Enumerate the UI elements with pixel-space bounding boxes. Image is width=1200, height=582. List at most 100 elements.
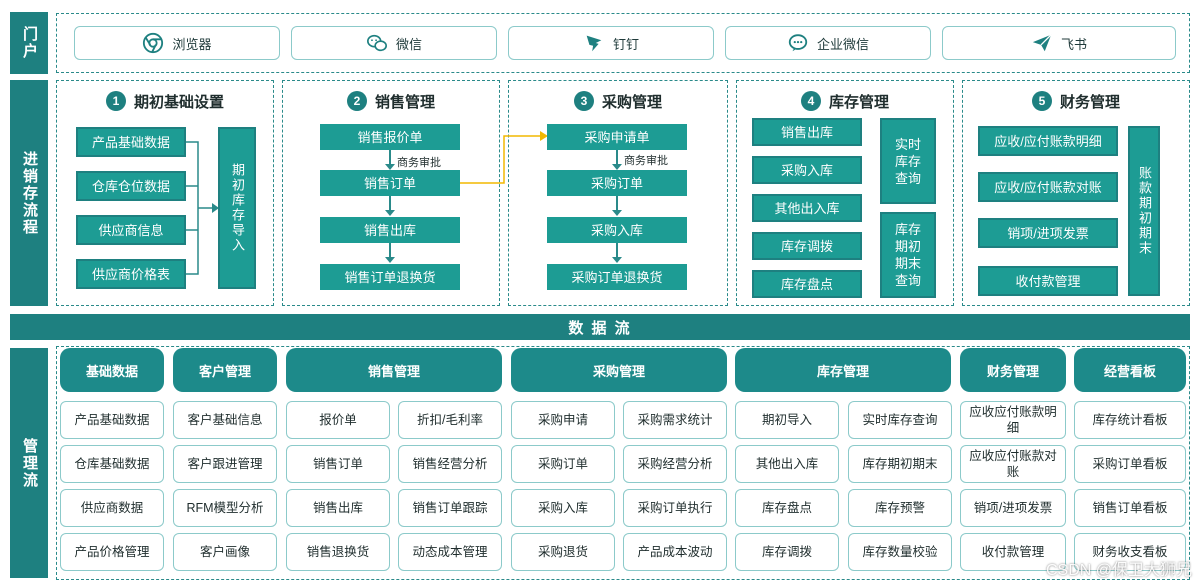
mgmt-cell[interactable]: 采购需求统计 — [623, 401, 727, 439]
merge-connector — [186, 141, 219, 275]
mgmt-cell[interactable]: 销项/进项发票 — [960, 489, 1066, 527]
mgmt-cell[interactable]: 客户基础信息 — [173, 401, 277, 439]
mgmt-cell[interactable]: 库存盘点 — [735, 489, 839, 527]
mgmt-header-customer[interactable]: 客户管理 — [173, 348, 277, 392]
mgmt-cell[interactable]: 应收应付账款明细 — [960, 401, 1066, 439]
mgmt-cell[interactable]: 折扣/毛利率 — [398, 401, 502, 439]
flow-arrow — [613, 196, 621, 216]
approval-label: 商务审批 — [624, 155, 668, 167]
mgmt-cell[interactable]: 其他出入库 — [735, 445, 839, 483]
mgmt-header-inventory[interactable]: 库存管理 — [735, 348, 951, 392]
mgmt-cell[interactable]: 采购退货 — [511, 533, 615, 571]
flow-arrow — [386, 243, 394, 263]
mgmt-cell[interactable]: 库存期初期末 — [848, 445, 952, 483]
sales-step[interactable]: 销售订单退换货 — [320, 264, 460, 290]
mgmt-header-dashboard[interactable]: 经营看板 — [1074, 348, 1186, 392]
purchase-step[interactable]: 采购订单 — [547, 170, 687, 196]
mgmt-cell[interactable]: 动态成本管理 — [398, 533, 502, 571]
portal-feishu-button[interactable]: 飞书 — [942, 26, 1176, 60]
flow-arrow — [386, 150, 394, 170]
section-5-frame — [962, 80, 1190, 306]
mgmt-cell[interactable]: 产品成本波动 — [623, 533, 727, 571]
purchase-step[interactable]: 采购订单退换货 — [547, 264, 687, 290]
section-number-badge: 5 — [1031, 91, 1052, 111]
mgmt-header-basic-data[interactable]: 基础数据 — [60, 348, 164, 392]
basic-item[interactable]: 产品基础数据 — [76, 127, 186, 157]
section-4-frame — [736, 80, 954, 306]
inventory-item[interactable]: 采购入库 — [752, 156, 862, 184]
mgmt-cell[interactable]: 客户画像 — [173, 533, 277, 571]
initial-inventory-import-box[interactable]: 期初库存导入 — [218, 127, 256, 289]
mgmt-header-finance[interactable]: 财务管理 — [960, 348, 1066, 392]
portal-frame — [56, 13, 1190, 73]
mgmt-cell[interactable]: RFM模型分析 — [173, 489, 277, 527]
section-title-text: 采购管理 — [601, 93, 662, 111]
portal-wechat-button[interactable]: 微信 — [291, 26, 497, 60]
mgmt-cell[interactable]: 库存预警 — [848, 489, 952, 527]
mgmt-cell[interactable]: 销售退换货 — [286, 533, 390, 571]
sales-step[interactable]: 销售订单 — [320, 170, 460, 196]
portal-label: 企业微信 — [816, 36, 869, 52]
section-number-badge: 2 — [346, 91, 367, 111]
section-title-text: 财务管理 — [1059, 93, 1120, 111]
finance-item[interactable]: 应收/应付账款对账 — [978, 172, 1118, 202]
mgmt-cell[interactable]: 销售订单跟踪 — [398, 489, 502, 527]
portal-label: 钉钉 — [612, 36, 639, 52]
inventory-period-query-box[interactable]: 库存期初期末查询 — [880, 212, 936, 298]
mgmt-cell[interactable]: 销售经营分析 — [398, 445, 502, 483]
basic-item[interactable]: 仓库仓位数据 — [76, 171, 186, 201]
mgmt-cell[interactable]: 报价单 — [286, 401, 390, 439]
mgmt-cell[interactable]: 仓库基础数据 — [60, 445, 164, 483]
finance-item[interactable]: 收付款管理 — [978, 266, 1118, 296]
portal-dingtalk-button[interactable]: 钉钉 — [508, 26, 714, 60]
mgmt-cell[interactable]: 库存调拨 — [735, 533, 839, 571]
mgmt-header-purchase[interactable]: 采购管理 — [511, 348, 727, 392]
section-4-title: 4 库存管理 — [736, 88, 954, 114]
mgmt-cell[interactable]: 采购申请 — [511, 401, 615, 439]
inventory-item[interactable]: 库存盘点 — [752, 270, 862, 298]
finance-item[interactable]: 应收/应付账款明细 — [978, 126, 1118, 156]
mgmt-cell[interactable]: 销售订单看板 — [1074, 489, 1186, 527]
section-title-text: 期初基础设置 — [133, 93, 224, 111]
basic-item[interactable]: 供应商信息 — [76, 215, 186, 245]
portal-wecom-button[interactable]: 企业微信 — [725, 26, 931, 60]
purchase-step[interactable]: 采购入库 — [547, 217, 687, 243]
mgmt-cell[interactable]: 收付款管理 — [960, 533, 1066, 571]
mgmt-cell[interactable]: 供应商数据 — [60, 489, 164, 527]
section-1-title: 1 期初基础设置 — [56, 88, 274, 114]
mgmt-cell[interactable]: 采购经营分析 — [623, 445, 727, 483]
sales-step[interactable]: 销售报价单 — [320, 124, 460, 150]
account-period-box[interactable]: 账款期初期末 — [1128, 126, 1160, 296]
mgmt-cell[interactable]: 采购订单执行 — [623, 489, 727, 527]
mgmt-cell[interactable]: 采购订单 — [511, 445, 615, 483]
mgmt-cell[interactable]: 销售订单 — [286, 445, 390, 483]
approval-label: 商务审批 — [397, 157, 441, 169]
inventory-item[interactable]: 库存调拨 — [752, 232, 862, 260]
purchase-step[interactable]: 采购申请单 — [547, 124, 687, 150]
mgmt-cell[interactable]: 应收应付账款对账 — [960, 445, 1066, 483]
mgmt-cell[interactable]: 实时库存查询 — [848, 401, 952, 439]
mgmt-cell[interactable]: 产品价格管理 — [60, 533, 164, 571]
realtime-inventory-query-box[interactable]: 实时库存查询 — [880, 118, 936, 204]
dataflow-bar: 数 据 流 — [10, 314, 1190, 340]
mgmt-header-sales[interactable]: 销售管理 — [286, 348, 502, 392]
mgmt-cell[interactable]: 财务收支看板 — [1074, 533, 1186, 571]
mgmt-cell[interactable]: 采购入库 — [511, 489, 615, 527]
mgmt-cell[interactable]: 采购订单看板 — [1074, 445, 1186, 483]
chrome-icon — [143, 32, 164, 54]
portal-browser-button[interactable]: 浏览器 — [74, 26, 280, 60]
basic-item[interactable]: 供应商价格表 — [76, 259, 186, 289]
inventory-item[interactable]: 其他出入库 — [752, 194, 862, 222]
mgmt-cell[interactable]: 客户跟进管理 — [173, 445, 277, 483]
sales-step[interactable]: 销售出库 — [320, 217, 460, 243]
mgmt-cell[interactable]: 库存数量校验 — [848, 533, 952, 571]
management-frame — [56, 346, 1190, 580]
mgmt-cell[interactable]: 产品基础数据 — [60, 401, 164, 439]
inventory-item[interactable]: 销售出库 — [752, 118, 862, 146]
mgmt-cell[interactable]: 销售出库 — [286, 489, 390, 527]
section-2-title: 2 销售管理 — [282, 88, 500, 114]
mgmt-cell[interactable]: 期初导入 — [735, 401, 839, 439]
mgmt-cell[interactable]: 库存统计看板 — [1074, 401, 1186, 439]
finance-item[interactable]: 销项/进项发票 — [978, 218, 1118, 248]
flow-arrow — [613, 150, 621, 170]
